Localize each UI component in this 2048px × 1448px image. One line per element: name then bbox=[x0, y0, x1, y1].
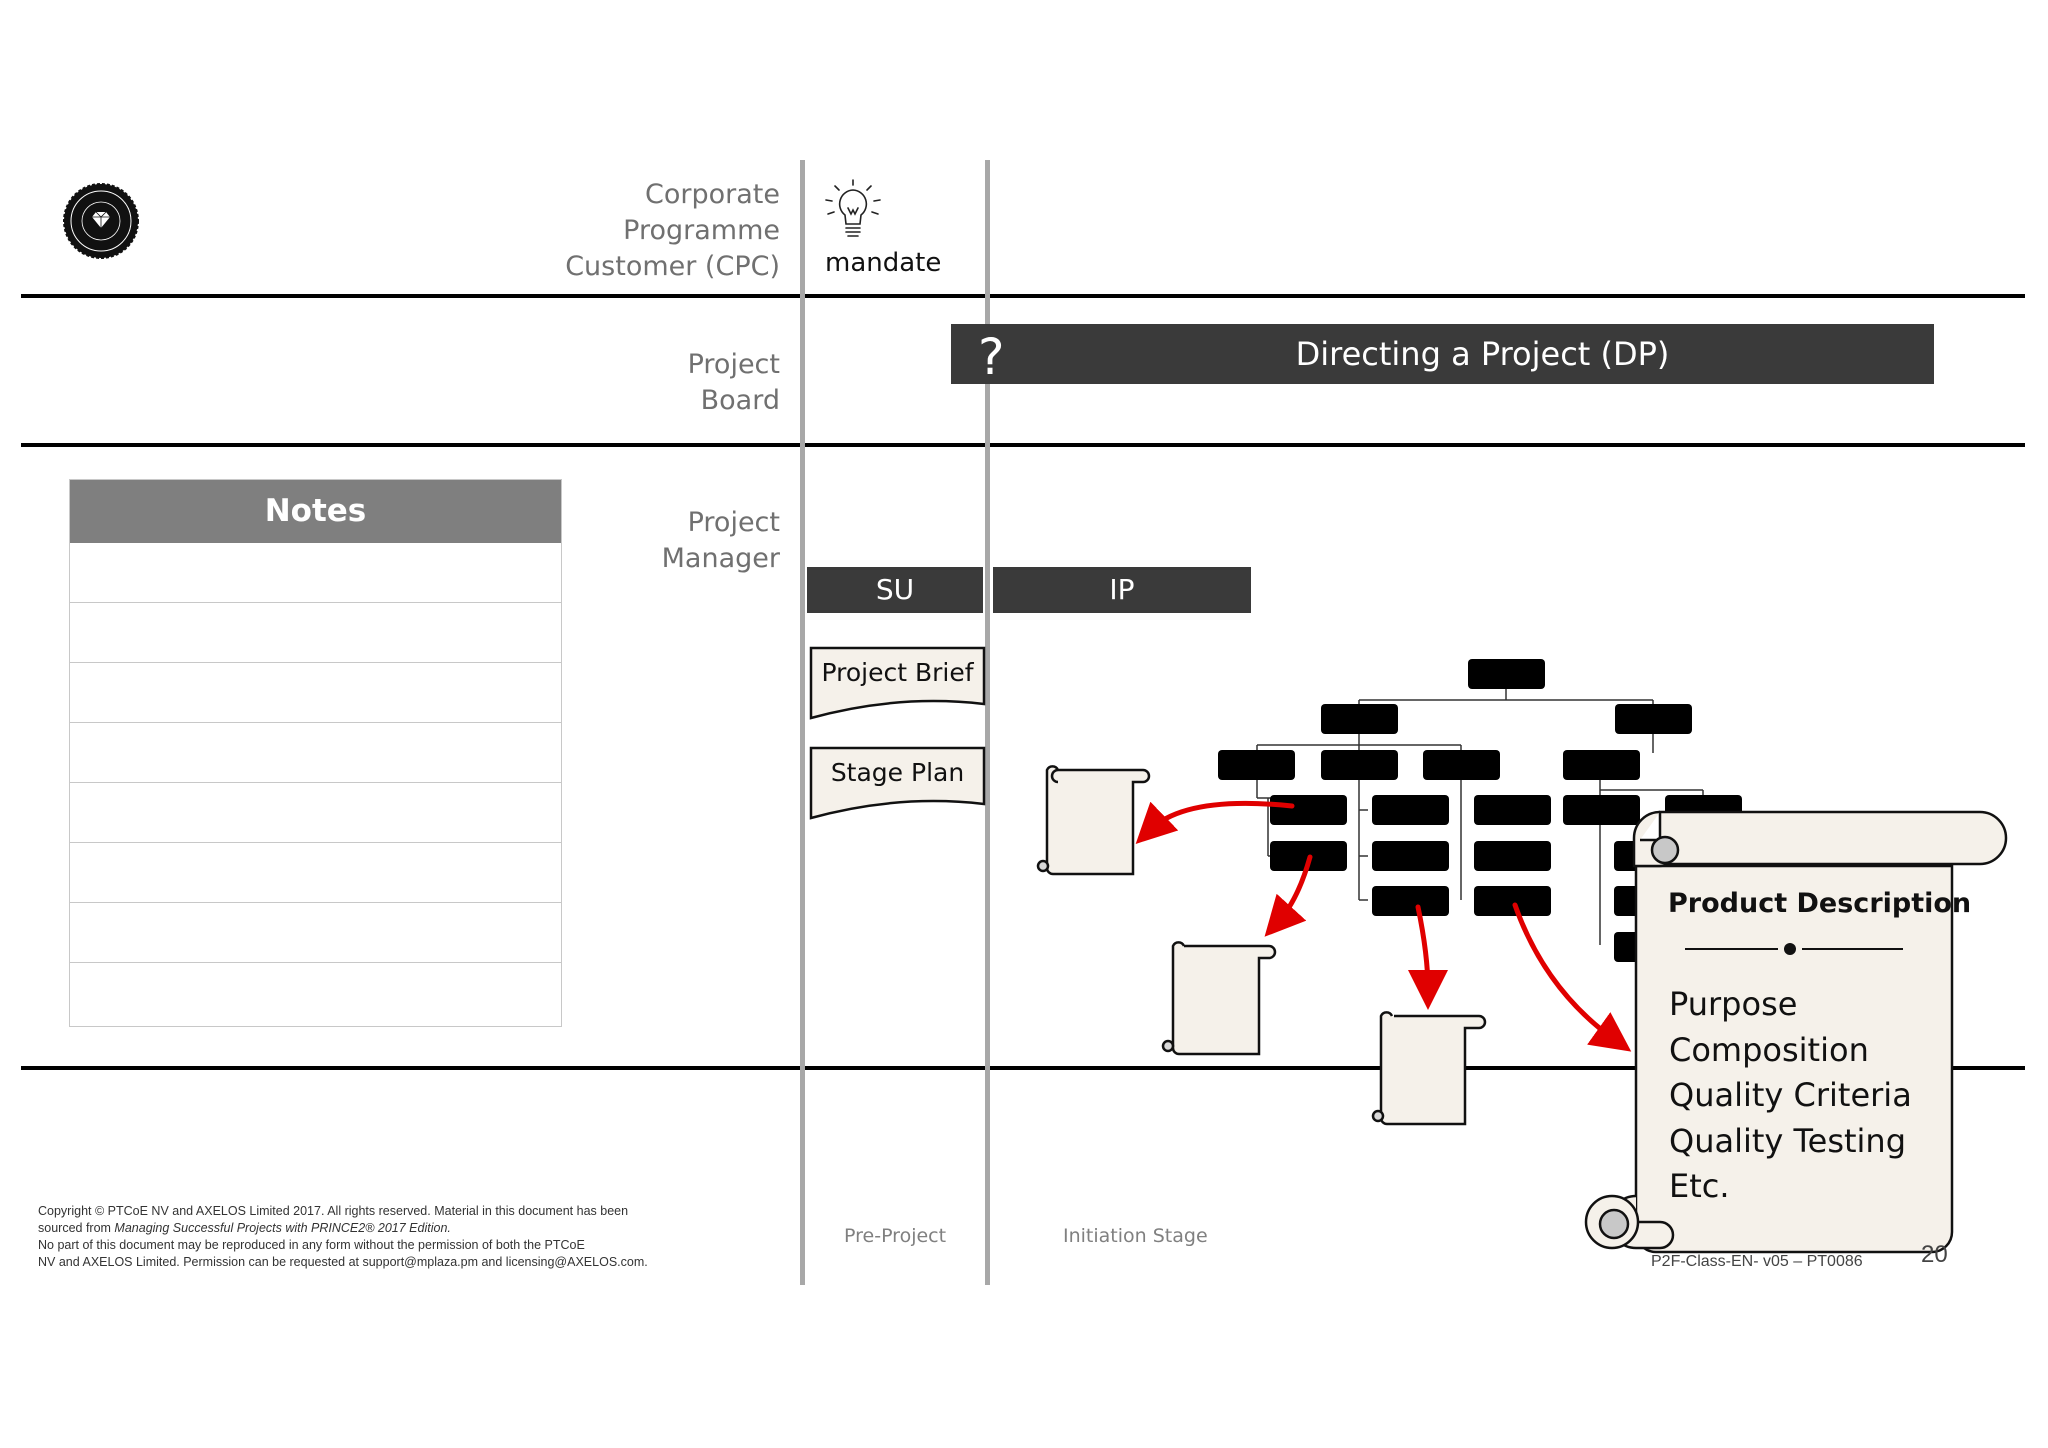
lightbulb-icon bbox=[822, 178, 884, 248]
pd-item-composition: Composition bbox=[1669, 1030, 1869, 1069]
pd-item-quality-criteria: Quality Criteria bbox=[1669, 1076, 1912, 1114]
su-bar: SU bbox=[807, 567, 983, 613]
lane-divider-top bbox=[21, 294, 2025, 298]
notes-row[interactable] bbox=[70, 603, 561, 663]
notes-panel: Notes bbox=[69, 479, 562, 1027]
notes-row[interactable] bbox=[70, 543, 561, 603]
hierarchy-box bbox=[1474, 886, 1551, 916]
notes-row[interactable] bbox=[70, 903, 561, 963]
arrow-to-product-description bbox=[1512, 902, 1632, 1052]
mandate-label: mandate bbox=[825, 248, 942, 278]
pd-item-etc: Etc. bbox=[1669, 1167, 1730, 1205]
hierarchy-box bbox=[1615, 704, 1692, 734]
copyright-line-3: No part of this document may be reproduc… bbox=[38, 1238, 585, 1252]
arrow-to-scroll-3 bbox=[1407, 904, 1448, 1010]
copyright-line-2-prefix: sourced from bbox=[38, 1221, 115, 1235]
notes-title: Notes bbox=[70, 480, 561, 543]
notes-row[interactable] bbox=[70, 663, 561, 723]
hierarchy-box bbox=[1321, 750, 1398, 780]
stage-divider-pre-project bbox=[800, 160, 805, 1285]
hierarchy-box bbox=[1474, 841, 1551, 871]
stage-label-pre-project: Pre-Project bbox=[844, 1225, 947, 1247]
notes-row[interactable] bbox=[70, 783, 561, 843]
hierarchy-box bbox=[1563, 750, 1640, 780]
copyright-line-1: Copyright © PTCoE NV and AXELOS Limited … bbox=[38, 1204, 629, 1218]
small-scroll-2 bbox=[1161, 941, 1277, 1056]
stage-plan-document bbox=[809, 746, 986, 820]
product-description-title: Product Description bbox=[1668, 888, 1972, 919]
stage-label-initiation: Initiation Stage bbox=[1063, 1225, 1208, 1247]
lane-divider-bottom bbox=[21, 1066, 2025, 1070]
pd-item-quality-testing: Quality Testing bbox=[1669, 1121, 1907, 1160]
page-number: 20 bbox=[1921, 1241, 1948, 1268]
directing-a-project-bar: Directing a Project (DP) bbox=[951, 324, 1934, 384]
stage-plan-label: Stage Plan bbox=[830, 758, 965, 787]
dp-bar-label: Directing a Project (DP) bbox=[1295, 335, 1670, 373]
notes-row[interactable] bbox=[70, 723, 561, 783]
hierarchy-box bbox=[1321, 704, 1398, 734]
pd-item-purpose: Purpose bbox=[1669, 985, 1798, 1023]
arrow-to-scroll-1 bbox=[1135, 800, 1295, 844]
hierarchy-box bbox=[1270, 795, 1347, 825]
red-arrows bbox=[1135, 800, 1632, 1052]
hierarchy-box-root bbox=[1468, 659, 1545, 689]
product-description-scroll bbox=[1584, 810, 2008, 1254]
ip-bar: IP bbox=[993, 567, 1251, 613]
question-mark: ? bbox=[978, 328, 1005, 386]
lane-divider-middle bbox=[21, 443, 2025, 447]
small-scroll-1 bbox=[1036, 765, 1151, 876]
arrow-to-scroll-2 bbox=[1264, 854, 1313, 937]
copyright-line-4: NV and AXELOS Limited. Permission can be… bbox=[38, 1255, 648, 1269]
hierarchy-box bbox=[1474, 795, 1551, 825]
hierarchy-box bbox=[1563, 795, 1640, 825]
hierarchy-box bbox=[1372, 795, 1449, 825]
lane-label-project-manager: Project Manager bbox=[661, 507, 780, 574]
hierarchy-box bbox=[1423, 750, 1500, 780]
hierarchy-box bbox=[1372, 886, 1449, 916]
hierarchy-box bbox=[1218, 750, 1295, 780]
document-code: P2F-Class-EN- v05 – PT0086 bbox=[1651, 1253, 1863, 1270]
stage-divider-initiation bbox=[985, 160, 990, 1285]
project-brief-label: Project Brief bbox=[821, 658, 974, 687]
copyright-line-2: sourced from Managing Successful Project… bbox=[38, 1220, 648, 1237]
lane-label-cpc: Corporate Programme Customer (CPC) bbox=[565, 179, 780, 282]
notes-row[interactable] bbox=[70, 843, 561, 903]
copyright-line-2-title: Managing Successful Projects with PRINCE… bbox=[114, 1221, 451, 1235]
lane-label-project-board: Project Board bbox=[687, 349, 780, 416]
project-brief-document bbox=[809, 646, 986, 720]
copyright-notice: Copyright © PTCoE NV and AXELOS Limited … bbox=[38, 1203, 648, 1271]
small-scroll-3 bbox=[1371, 1011, 1487, 1126]
product-description-items: Purpose Composition Quality Criteria Qua… bbox=[1669, 982, 1912, 1210]
ptcoe-logo-icon bbox=[62, 182, 140, 260]
hierarchy-box bbox=[1372, 841, 1449, 871]
